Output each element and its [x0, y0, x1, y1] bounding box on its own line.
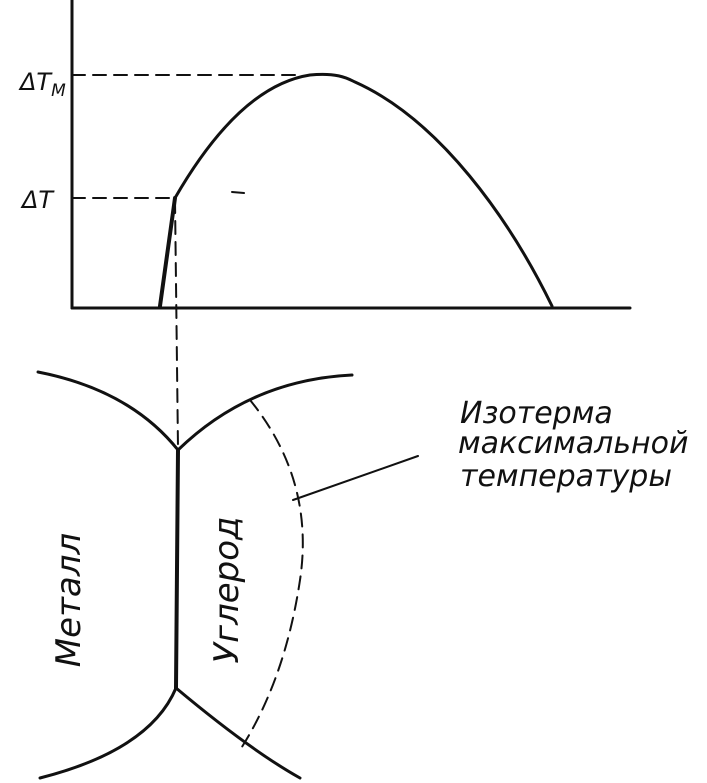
lower-right-boundary	[174, 686, 302, 780]
max-temperature-isotherm	[239, 399, 304, 751]
metal-carbon-interface	[174, 448, 180, 690]
isotherm-caption: Изотерма максимальной температуры	[458, 396, 698, 494]
temperature-rise-segment	[158, 196, 177, 308]
lower-left-boundary	[38, 686, 178, 780]
temperature-curve	[173, 72, 554, 308]
isotherm-leader-line	[292, 455, 419, 501]
dtm-label: ΔTM	[18, 68, 66, 101]
carbon-label: Углерод	[207, 516, 247, 663]
dt-label: ΔT	[20, 186, 55, 214]
small-tick-mark	[231, 191, 245, 194]
upper-left-boundary	[36, 370, 180, 452]
metal-label: Металл	[49, 533, 89, 667]
temperature-graph: ΔTM ΔT	[18, 0, 632, 310]
interface-schematic: Изотерма максимальной температуры Металл…	[36, 370, 698, 780]
upper-right-boundary	[176, 373, 354, 452]
connector-line	[174, 199, 179, 449]
